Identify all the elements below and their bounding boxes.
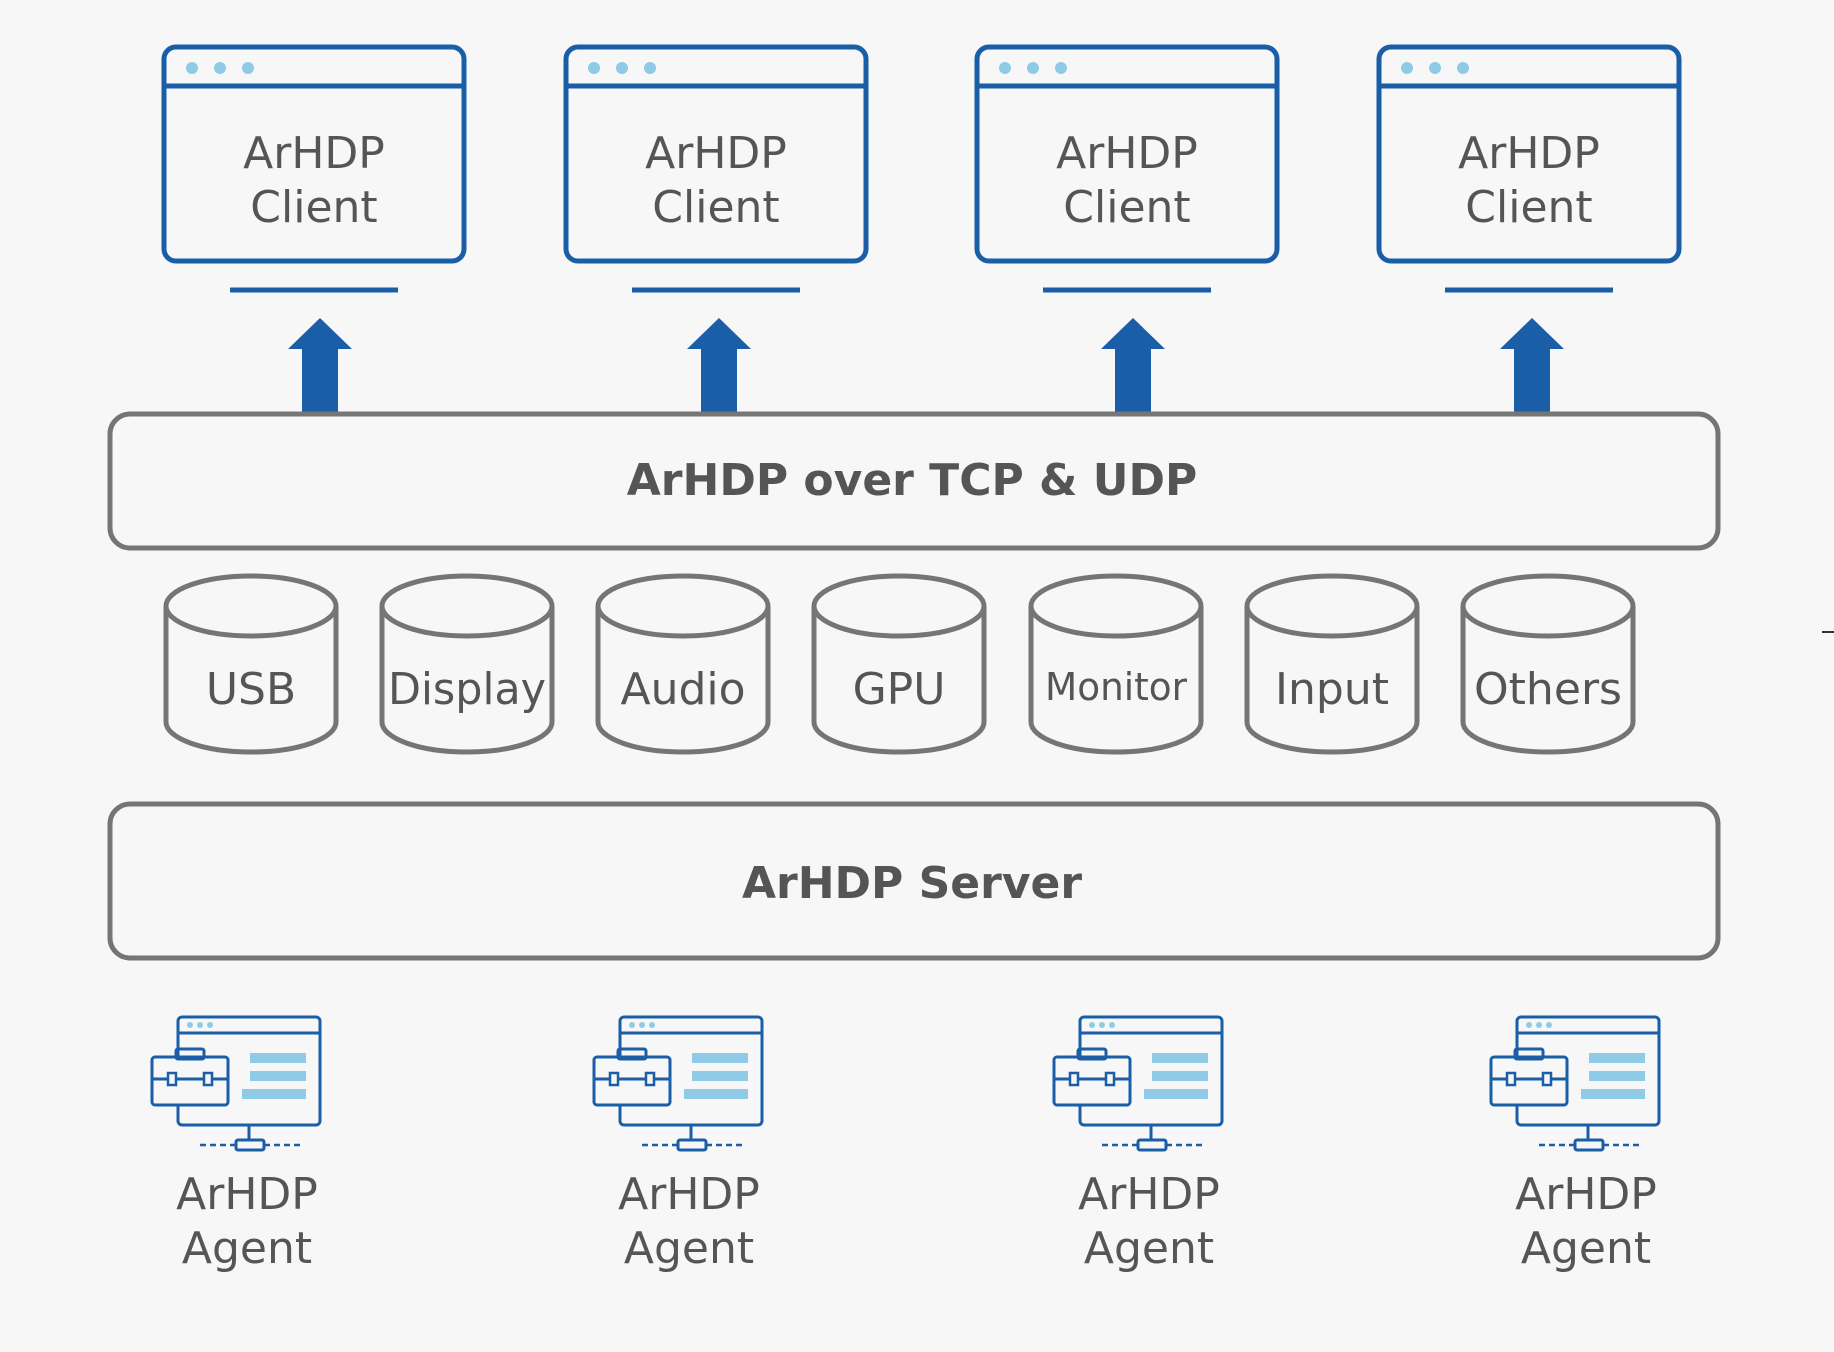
agent-label-line1: ArHDP xyxy=(1515,1169,1657,1220)
client-window-frame xyxy=(161,44,467,264)
window-dot-icon xyxy=(1401,62,1413,74)
window-dot-icon xyxy=(644,62,656,74)
window-dot-icon xyxy=(186,62,198,74)
channel-label: GPU xyxy=(853,664,946,715)
database-icon xyxy=(1028,606,1204,755)
client-label-line2: Client xyxy=(1465,182,1592,233)
agent: ArHDP Agent xyxy=(150,1015,322,1274)
window-dot-icon xyxy=(1457,62,1469,74)
agent-workstation-icon xyxy=(1052,1015,1224,1152)
agent: ArHDP Agent xyxy=(1052,1015,1224,1274)
client-label-line2: Client xyxy=(1063,182,1190,233)
client-window-frame xyxy=(1376,44,1682,264)
channel-cylinder: Others xyxy=(1460,573,1636,755)
agent-workstation-icon xyxy=(592,1015,764,1152)
channel-cylinder: Monitor xyxy=(1028,573,1204,755)
server-layer-box xyxy=(107,801,1721,961)
database-icon xyxy=(595,606,771,755)
channel-label: Monitor xyxy=(1045,665,1187,709)
channel-cylinder: Input xyxy=(1244,573,1420,755)
server-layer: ArHDP Server xyxy=(107,801,1721,961)
channel-cylinder: Display xyxy=(379,573,555,755)
window-dot-icon xyxy=(999,62,1011,74)
transport-layer: ArHDP over TCP & UDP xyxy=(107,411,1721,551)
agent-workstation-icon xyxy=(1489,1015,1661,1152)
client-label-line2: Client xyxy=(250,182,377,233)
agent-workstation-icon xyxy=(150,1015,322,1152)
window-dot-icon xyxy=(588,62,600,74)
agent-label-line2: Agent xyxy=(182,1223,312,1274)
database-icon xyxy=(1460,606,1636,755)
arrow-up-icon xyxy=(1500,318,1564,414)
agent: ArHDP Agent xyxy=(592,1015,764,1274)
cylinder-top xyxy=(379,573,555,639)
window-dot-icon xyxy=(242,62,254,74)
channel-label: Display xyxy=(388,664,546,715)
window-dot-icon xyxy=(616,62,628,74)
transport-layer-box xyxy=(107,411,1721,551)
cylinder-top xyxy=(1244,573,1420,639)
client-label-line1: ArHDP xyxy=(1458,128,1600,179)
database-icon xyxy=(163,606,339,755)
agent-label-line1: ArHDP xyxy=(618,1169,760,1220)
client-window: ArHDP Client xyxy=(974,44,1280,293)
server-layer-label: ArHDP Server xyxy=(742,858,1082,909)
client-label-line1: ArHDP xyxy=(645,128,787,179)
transport-layer-label: ArHDP over TCP & UDP xyxy=(627,455,1198,506)
client-label-line1: ArHDP xyxy=(243,128,385,179)
agent-label-line2: Agent xyxy=(624,1223,754,1274)
channel-cylinder: USB xyxy=(163,573,339,755)
window-dot-icon xyxy=(1429,62,1441,74)
channel-label: Others xyxy=(1474,664,1622,715)
database-icon xyxy=(811,606,987,755)
cylinder-top xyxy=(163,573,339,639)
database-icon xyxy=(379,606,555,755)
agent-label-line1: ArHDP xyxy=(176,1169,318,1220)
client-window: ArHDP Client xyxy=(563,44,869,293)
window-dot-icon xyxy=(214,62,226,74)
client-window-frame xyxy=(974,44,1280,264)
channel-cylinder: Audio xyxy=(595,573,771,755)
agent-label-line2: Agent xyxy=(1521,1223,1651,1274)
arrow-up-icon xyxy=(1101,318,1165,414)
agent-label-line2: Agent xyxy=(1084,1223,1214,1274)
client-label-line2: Client xyxy=(652,182,779,233)
database-icon xyxy=(1244,606,1420,755)
client-window-frame xyxy=(563,44,869,264)
client-window: ArHDP Client xyxy=(161,44,467,293)
cylinder-top xyxy=(811,573,987,639)
channel-label: USB xyxy=(206,664,296,715)
channel-cylinder: GPU xyxy=(811,573,987,755)
client-window: ArHDP Client xyxy=(1376,44,1682,293)
window-dot-icon xyxy=(1027,62,1039,74)
cylinder-top xyxy=(595,573,771,639)
channel-label: Input xyxy=(1275,664,1389,715)
channel-label: Audio xyxy=(620,664,745,715)
client-label-line1: ArHDP xyxy=(1056,128,1198,179)
window-dot-icon xyxy=(1055,62,1067,74)
cylinder-top xyxy=(1460,573,1636,639)
cylinder-top xyxy=(1028,573,1204,639)
arrow-up-icon xyxy=(687,318,751,414)
agent-label-line1: ArHDP xyxy=(1078,1169,1220,1220)
arrow-up-icon xyxy=(288,318,352,414)
agent: ArHDP Agent xyxy=(1489,1015,1661,1274)
